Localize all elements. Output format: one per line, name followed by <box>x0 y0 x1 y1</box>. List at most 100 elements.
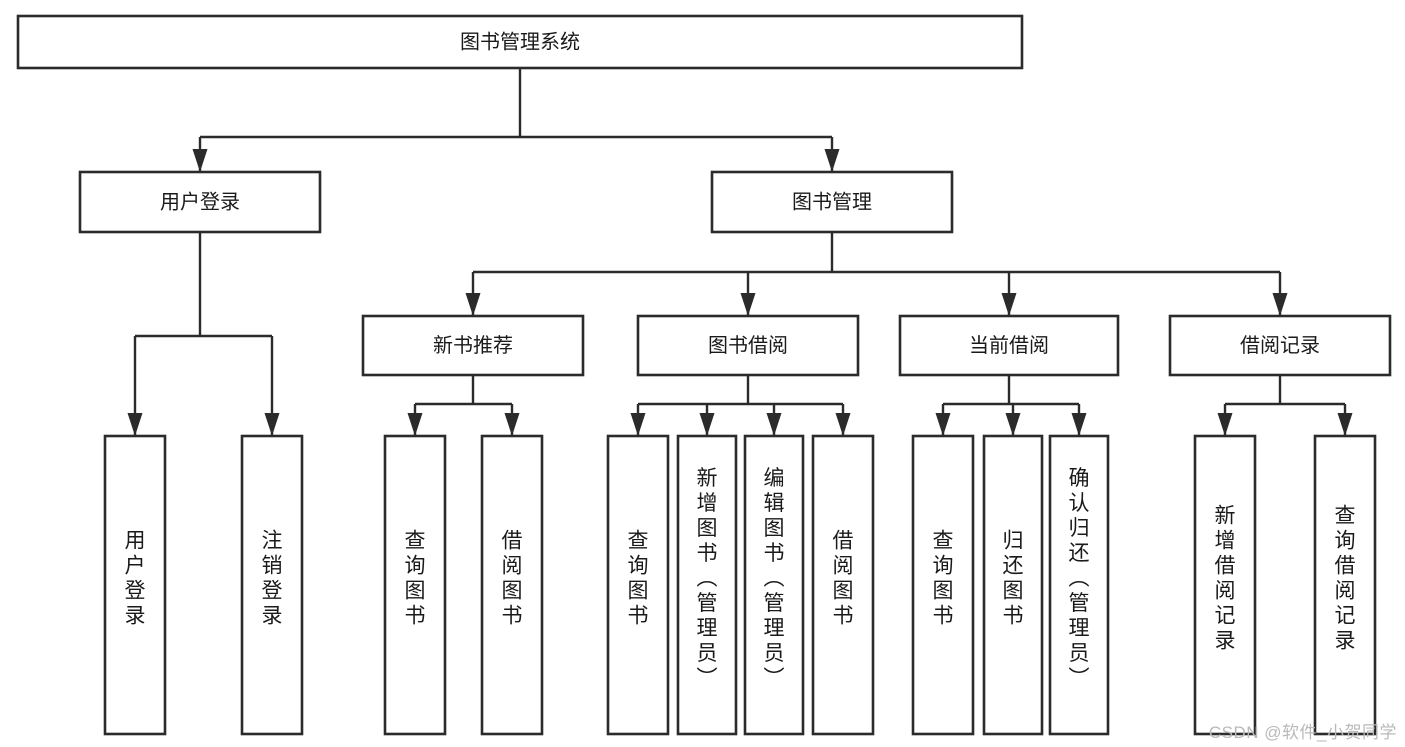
node-box[interactable] <box>1048 434 1110 736</box>
node-leaf-4[interactable]: 查询图书查询图书 <box>606 434 670 736</box>
node-label-char: 图 <box>628 580 649 603</box>
watermark-text: CSDN @软件_小贺同学 <box>1208 723 1397 742</box>
node-label-char: 书 <box>628 605 649 628</box>
node-level3-1[interactable]: 图书借阅 <box>636 314 860 377</box>
node-box[interactable] <box>898 314 1120 377</box>
arrow-head-icon <box>1071 413 1087 436</box>
node-leaf-8[interactable]: 查询图书查询图书 <box>911 434 975 736</box>
node-box[interactable] <box>606 434 670 736</box>
node-label-char: 查 <box>1335 505 1356 528</box>
node-box[interactable] <box>676 434 738 736</box>
arrow-head-icon <box>465 293 481 316</box>
node-label-char: 询 <box>1335 530 1356 553</box>
arrow-head-icon <box>407 413 423 436</box>
arrow-head-icon <box>1217 413 1233 436</box>
node-box[interactable] <box>743 434 805 736</box>
node-level3-0[interactable]: 新书推荐 <box>361 314 585 377</box>
node-label-char: 确 <box>1069 467 1090 490</box>
node-box[interactable] <box>1313 434 1377 736</box>
node-label-char: 查 <box>628 530 649 553</box>
node-label-char: 认 <box>1069 492 1090 515</box>
arrow-head-icon <box>127 413 143 436</box>
node-box[interactable] <box>811 434 875 736</box>
node-leaf-2[interactable]: 查询图书查询图书 <box>383 434 447 736</box>
node-label-char: 借 <box>502 530 523 553</box>
node-label-char: 理 <box>764 617 785 640</box>
node-box[interactable] <box>78 170 322 234</box>
arrow-head-icon <box>1005 413 1021 436</box>
node-label-char: 录 <box>1335 630 1356 653</box>
node-label-char: 注 <box>262 530 283 553</box>
connector-layer <box>127 68 1353 436</box>
node-leaf-0[interactable]: 用户登录用户登录 <box>103 434 167 736</box>
node-box[interactable] <box>103 434 167 736</box>
node-box[interactable] <box>383 434 447 736</box>
node-label: 图书管理 <box>792 190 872 213</box>
node-label-char: 图 <box>764 517 785 540</box>
node-label-char: 录 <box>1215 630 1236 653</box>
node-label: 用户登录 <box>160 190 240 213</box>
node-box[interactable] <box>982 434 1044 736</box>
node-box[interactable] <box>361 314 585 377</box>
node-level3-2[interactable]: 当前借阅 <box>898 314 1120 377</box>
node-label-char: ︵ <box>697 567 718 590</box>
node-label-char: 书 <box>933 605 954 628</box>
node-label-char: 员 <box>1069 642 1090 665</box>
node-box[interactable] <box>710 170 954 234</box>
node-label-char: 用 <box>125 530 146 553</box>
node-box[interactable] <box>480 434 544 736</box>
node-leaf-7[interactable]: 借阅图书借阅图书 <box>811 434 875 736</box>
node-label-char: 图 <box>405 580 426 603</box>
node-label-char: 阅 <box>502 555 523 578</box>
node-label-char: 新 <box>1215 505 1236 528</box>
node-label-char: 理 <box>1069 617 1090 640</box>
node-label-char: 阅 <box>833 555 854 578</box>
node-box[interactable] <box>1193 434 1257 736</box>
node-label-char: 书 <box>1003 605 1024 628</box>
node-label-char: 借 <box>1215 555 1236 578</box>
node-box[interactable] <box>636 314 860 377</box>
node-label-char: 查 <box>933 530 954 553</box>
arrow-head-icon <box>192 149 208 172</box>
node-label-char: 理 <box>697 617 718 640</box>
node-label-char: 书 <box>697 542 718 565</box>
arrow-head-icon <box>264 413 280 436</box>
node-label: 当前借阅 <box>969 334 1049 357</box>
node-label-char: 增 <box>697 492 718 515</box>
node-label-char: 增 <box>1215 530 1236 553</box>
arrow-head-icon <box>835 413 851 436</box>
node-box[interactable] <box>16 14 1024 70</box>
node-level3-3[interactable]: 借阅记录 <box>1168 314 1392 377</box>
arrow-head-icon <box>504 413 520 436</box>
node-label-char: 阅 <box>1215 580 1236 603</box>
node-box[interactable] <box>1168 314 1392 377</box>
node-root-0[interactable]: 图书管理系统 <box>16 14 1024 70</box>
node-label-char: 书 <box>502 605 523 628</box>
node-label-char: 登 <box>262 580 283 603</box>
node-level2-0[interactable]: 用户登录 <box>78 170 322 234</box>
node-label-char: 图 <box>697 517 718 540</box>
arrow-head-icon <box>699 413 715 436</box>
node-label-char: 员 <box>764 642 785 665</box>
node-label-char: 查 <box>405 530 426 553</box>
node-label-char: 询 <box>933 555 954 578</box>
node-label-char: 记 <box>1215 605 1236 628</box>
arrow-head-icon <box>766 413 782 436</box>
node-level2-1[interactable]: 图书管理 <box>710 170 954 234</box>
node-leaf-3[interactable]: 借阅图书借阅图书 <box>480 434 544 736</box>
arrow-head-icon <box>630 413 646 436</box>
node-leaf-12[interactable]: 查询借阅记录查询借阅记录 <box>1313 434 1377 736</box>
node-box[interactable] <box>240 434 304 736</box>
node-box[interactable] <box>911 434 975 736</box>
node-label-char: 销 <box>262 555 283 578</box>
node-leaf-11[interactable]: 新增借阅记录新增借阅记录 <box>1193 434 1257 736</box>
node-leaf-1[interactable]: 注销登录注销登录 <box>240 434 304 736</box>
node-layer: 图书管理系统用户登录图书管理新书推荐图书借阅当前借阅借阅记录用户登录用户登录注销… <box>16 14 1392 736</box>
node-label-char: 员 <box>697 642 718 665</box>
node-label-char: 管 <box>764 592 785 615</box>
node-leaf-9[interactable]: 归还图书归还图书 <box>982 434 1044 736</box>
